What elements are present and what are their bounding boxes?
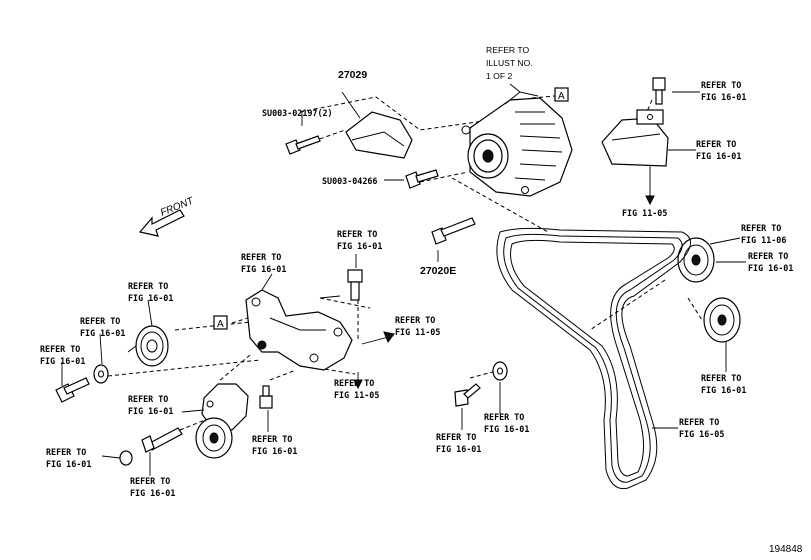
svg-text:A: A xyxy=(558,91,565,102)
svg-text:REFER TO: REFER TO xyxy=(436,432,476,442)
bolt-left xyxy=(55,377,90,403)
svg-text:FIG 16-01: FIG 16-01 xyxy=(46,459,91,469)
alternator-refer-label: REFER TO ILLUST NO. 1 OF 2 xyxy=(486,45,533,81)
svg-text:REFER TO: REFER TO xyxy=(486,45,529,55)
ref-fig-16-01-cover: REFER TO FIG 16-01 xyxy=(696,139,741,161)
ref-fig-16-01-washer-left: REFER TO FIG 16-01 xyxy=(80,316,125,338)
svg-text:REFER TO: REFER TO xyxy=(46,447,86,457)
svg-text:REFER TO: REFER TO xyxy=(701,80,741,90)
alternator-bracket xyxy=(245,289,353,371)
svg-text:FIG 16-01: FIG 16-01 xyxy=(128,293,173,303)
svg-text:REFER TO: REFER TO xyxy=(128,281,168,291)
part-number-27020e: 27020E xyxy=(420,265,456,277)
ref-fig-11-06-pulley: REFER TO FIG 11-06 xyxy=(741,223,786,245)
part-number-27029: 27029 xyxy=(338,69,367,81)
code-su003-02197: SU003-02197(2) xyxy=(262,108,333,118)
ref-fig-16-01-top-bolt: REFER TO FIG 16-01 xyxy=(701,80,746,102)
v-ribbed-belt xyxy=(496,227,691,490)
assembly-lines xyxy=(107,95,703,431)
svg-text:REFER TO: REFER TO xyxy=(484,412,524,422)
engine-cover-bracket xyxy=(601,109,669,167)
svg-text:FIG 16-05: FIG 16-05 xyxy=(679,429,724,439)
bolt-center-lower xyxy=(259,385,273,409)
svg-text:REFER TO: REFER TO xyxy=(701,373,741,383)
leader-lines xyxy=(61,83,746,476)
svg-text:FIG 16-01: FIG 16-01 xyxy=(80,328,125,338)
svg-text:A: A xyxy=(217,319,224,330)
belt-tensioner xyxy=(141,383,249,459)
svg-text:FIG 16-01: FIG 16-01 xyxy=(40,356,85,366)
code-su003-04266: SU003-04266 xyxy=(322,176,377,186)
svg-text:FIG 16-01: FIG 16-01 xyxy=(436,444,481,454)
ref-fig-11-05-bracket-right: REFER TO FIG 11-05 xyxy=(395,315,440,337)
svg-text:FIG 16-01: FIG 16-01 xyxy=(701,385,746,395)
svg-text:REFER TO: REFER TO xyxy=(748,251,788,261)
idler-pulley-right-top xyxy=(677,237,715,283)
svg-text:REFER TO: REFER TO xyxy=(40,344,80,354)
bolt-su003-02197 xyxy=(285,135,321,155)
ref-marker-a-left: A xyxy=(213,315,228,330)
svg-text:FIG 11-05: FIG 11-05 xyxy=(395,327,440,337)
ref-fig-16-01-pulley-top: REFER TO FIG 16-01 xyxy=(748,251,793,273)
svg-text:REFER TO: REFER TO xyxy=(395,315,435,325)
svg-text:FIG 16-01: FIG 16-01 xyxy=(130,488,175,498)
ref-fig-11-05-cover: FIG 11-05 xyxy=(622,208,667,218)
bolt-su003-04266 xyxy=(405,169,439,189)
bolt-belt-lower xyxy=(454,383,481,407)
ref-fig-16-01-bracket: REFER TO FIG 16-01 xyxy=(241,252,286,274)
svg-text:REFER TO: REFER TO xyxy=(128,394,168,404)
svg-text:1 OF 2: 1 OF 2 xyxy=(486,71,512,81)
ref-fig-16-01-o-ring: REFER TO FIG 16-01 xyxy=(46,447,91,469)
alternator xyxy=(461,91,573,197)
washer-left xyxy=(93,364,109,384)
ref-fig-16-05-belt: REFER TO FIG 16-05 xyxy=(679,417,724,439)
bolt-27020e xyxy=(431,217,476,245)
ref-fig-16-01-center-bolt: REFER TO FIG 16-01 xyxy=(252,434,297,456)
svg-text:REFER TO: REFER TO xyxy=(80,316,120,326)
ref-marker-a-top: A xyxy=(554,87,569,102)
idler-pulley-right-bottom xyxy=(703,297,741,343)
bolt-bracket-top xyxy=(347,269,363,301)
svg-text:FIG 16-01: FIG 16-01 xyxy=(337,241,382,251)
ref-fig-16-01-tensioner-bolt: REFER TO FIG 16-01 xyxy=(130,476,175,498)
svg-text:FIG 11-06: FIG 11-06 xyxy=(741,235,786,245)
svg-text:FIG 16-01: FIG 16-01 xyxy=(748,263,793,273)
ref-fig-16-01-tensioner: REFER TO FIG 16-01 xyxy=(128,394,173,416)
svg-text:FIG 16-01: FIG 16-01 xyxy=(484,424,529,434)
o-ring xyxy=(119,450,133,466)
ref-fig-16-01-pulley-left: REFER TO FIG 16-01 xyxy=(128,281,173,303)
svg-text:FIG 11-05: FIG 11-05 xyxy=(334,390,379,400)
svg-text:REFER TO: REFER TO xyxy=(741,223,781,233)
ref-fig-16-01-washer-right: REFER TO FIG 16-01 xyxy=(484,412,529,434)
svg-text:REFER TO: REFER TO xyxy=(696,139,736,149)
diagram-code: 194848 xyxy=(769,544,803,555)
svg-text:REFER TO: REFER TO xyxy=(252,434,292,444)
ref-fig-16-01-bolt-left: REFER TO FIG 16-01 xyxy=(40,344,85,366)
alternator-cover xyxy=(345,111,413,159)
svg-text:FIG 16-01: FIG 16-01 xyxy=(128,406,173,416)
svg-text:ILLUST NO.: ILLUST NO. xyxy=(486,58,533,68)
svg-text:REFER TO: REFER TO xyxy=(679,417,719,427)
svg-text:FIG 16-01: FIG 16-01 xyxy=(701,92,746,102)
ref-fig-16-01-pulley-bottom: REFER TO FIG 16-01 xyxy=(701,373,746,395)
svg-text:REFER TO: REFER TO xyxy=(241,252,281,262)
front-direction-arrow: FRONT xyxy=(138,195,196,237)
idler-pulley-left xyxy=(127,325,169,367)
ref-fig-11-05-bracket-lower: REFER TO FIG 11-05 xyxy=(334,378,379,400)
ref-fig-16-01-bolt-belt: REFER TO FIG 16-01 xyxy=(436,432,481,454)
washer-right xyxy=(492,361,508,381)
ref-fig-16-01-bracket-bolt: REFER TO FIG 16-01 xyxy=(337,229,382,251)
svg-text:REFER TO: REFER TO xyxy=(334,378,374,388)
svg-text:FIG 16-01: FIG 16-01 xyxy=(252,446,297,456)
svg-text:REFER TO: REFER TO xyxy=(130,476,170,486)
bolt-top-right xyxy=(652,77,666,105)
svg-text:REFER TO: REFER TO xyxy=(337,229,377,239)
svg-text:FIG 16-01: FIG 16-01 xyxy=(696,151,741,161)
svg-text:FIG 16-01: FIG 16-01 xyxy=(241,264,286,274)
